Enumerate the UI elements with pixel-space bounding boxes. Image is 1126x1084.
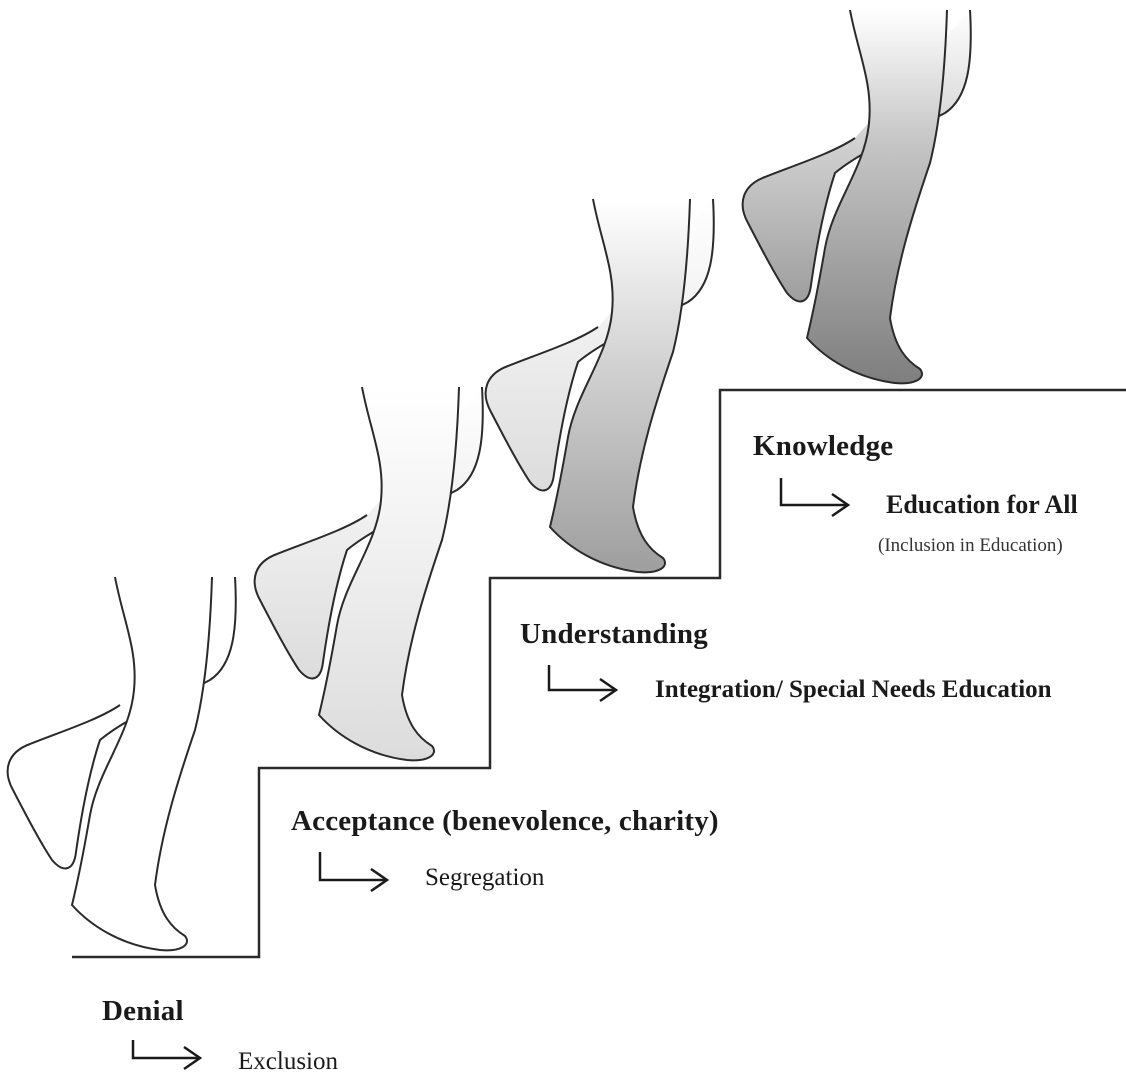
legs-denial: [8, 577, 236, 950]
arrow-icon-acceptance: [320, 852, 387, 891]
stage-title-denial: Denial: [102, 995, 184, 1028]
stage-note-knowledge: (Inclusion in Education): [878, 535, 1063, 557]
stage-outcome-acceptance: Segregation: [425, 864, 544, 892]
stage-outcome-understanding: Integration/ Special Needs Education: [655, 676, 1052, 704]
legs-understanding: [486, 199, 714, 572]
stage-outcome-denial: Exclusion: [238, 1048, 338, 1076]
legs-acceptance: [255, 387, 483, 760]
arrow-icon-understanding: [549, 665, 616, 701]
legs-knowledge: [743, 10, 971, 383]
stage-title-understanding: Understanding: [520, 618, 708, 651]
arrow-icon-knowledge: [781, 478, 848, 516]
arrow-icon-denial: [133, 1040, 200, 1069]
stage-title-acceptance: Acceptance (benevolence, charity): [291, 805, 719, 838]
stage-title-knowledge: Knowledge: [753, 430, 893, 463]
stage-outcome-knowledge: Education for All: [886, 490, 1078, 520]
